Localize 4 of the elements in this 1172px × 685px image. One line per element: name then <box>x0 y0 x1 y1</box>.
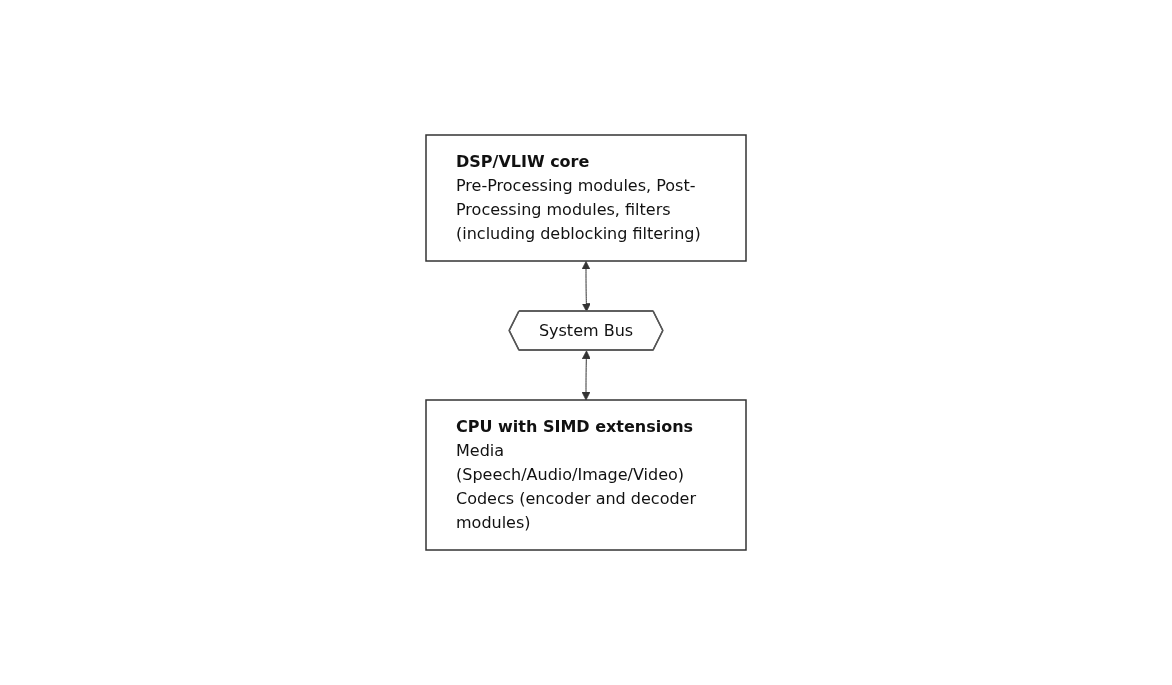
node-box: DSP/VLIW core Pre-Processing modules, Post-Processing modules, filters (including deblocking filtering) <box>425 134 747 262</box>
arrow <box>581 261 591 312</box>
arrow <box>581 350 591 401</box>
node-box: CPU with SIMD extensions Media (Speech/Audio/Image/Video) Codecs (encoder and decoder modules) <box>425 399 747 551</box>
